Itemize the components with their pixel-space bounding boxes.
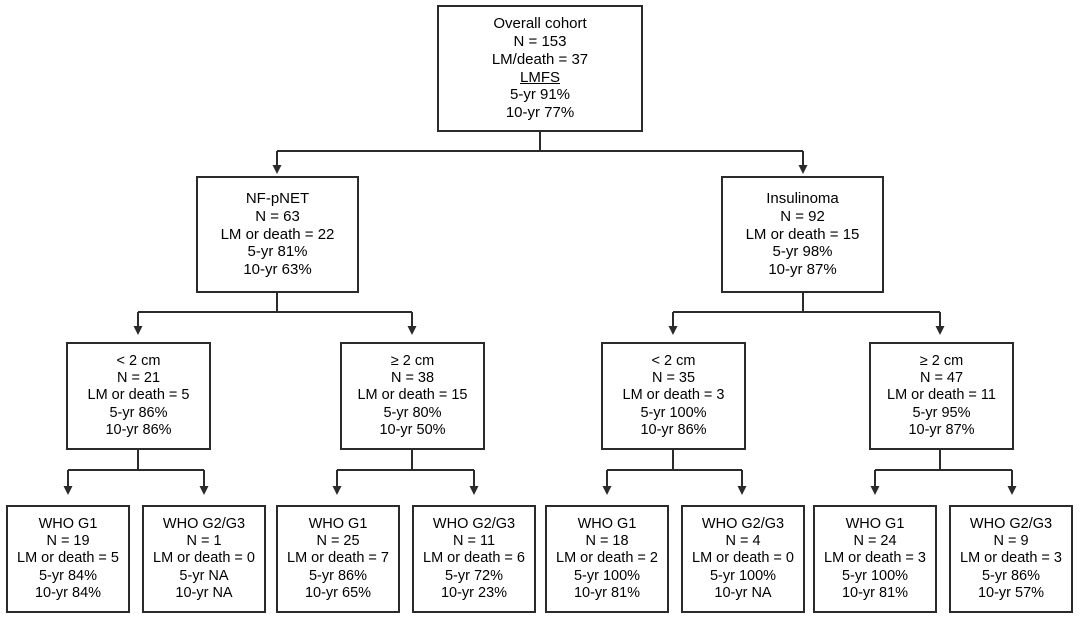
node-line-surv10: 10-yr 50% (379, 421, 446, 438)
node-line-n: N = 47 (919, 370, 964, 387)
node-line-events: LM or death = 15 (745, 225, 860, 243)
node-line-surv10: 10-yr 86% (105, 421, 172, 438)
node-line-surv5: 5-yr 84% (38, 567, 98, 584)
node-line-surv5: 5-yr 72% (444, 567, 504, 584)
node-line-surv10: 10-yr 81% (841, 584, 909, 601)
node-nfpnet-ge2cm[interactable]: ≥ 2 cm N = 38 LM or death = 15 5-yr 80% … (340, 342, 485, 450)
node-insulinoma[interactable]: Insulinoma N = 92 LM or death = 15 5-yr … (721, 176, 884, 293)
node-line-events: LM or death = 22 (220, 225, 335, 243)
node-line-n: N = 25 (316, 533, 360, 550)
node-line-title: WHO G2/G3 (701, 516, 785, 533)
node-line-n: N = 11 (452, 533, 496, 550)
node-nfpnet-lt2cm-g2g3[interactable]: WHO G2/G3 N = 1 LM or death = 0 5-yr NA … (142, 505, 266, 613)
node-line-surv10: 10-yr NA (714, 584, 772, 601)
node-line-events: LM or death = 3 (824, 550, 926, 567)
node-line-n: N = 1 (186, 533, 222, 550)
node-overall-cohort[interactable]: Overall cohort N = 153 LM/death = 37 LMF… (437, 5, 643, 132)
node-line-n: N = 19 (46, 533, 90, 550)
node-line-title: NF-pNET (245, 190, 310, 208)
node-line-n: N = 153 (513, 33, 567, 51)
node-line-title: WHO G2/G3 (162, 516, 246, 533)
node-insulinoma-ge2cm-g2g3[interactable]: WHO G2/G3 N = 9 LM or death = 3 5-yr 86%… (949, 505, 1073, 613)
node-line-events: LM or death = 11 (887, 387, 996, 404)
node-line-title: < 2 cm (651, 353, 696, 370)
node-nfpnet-ge2cm-g2g3[interactable]: WHO G2/G3 N = 11 LM or death = 6 5-yr 72… (412, 505, 536, 613)
node-line-surv5: 5-yr 91% (509, 86, 571, 104)
node-nfpnet-ge2cm-g1[interactable]: WHO G1 N = 25 LM or death = 7 5-yr 86% 1… (276, 505, 400, 613)
node-line-surv10: 10-yr 84% (34, 584, 102, 601)
node-line-events: LM or death = 3 (960, 550, 1062, 567)
node-line-surv5: 5-yr 80% (383, 404, 442, 421)
node-line-n: N = 18 (585, 533, 629, 550)
node-line-title: Overall cohort (493, 15, 587, 33)
node-line-metric: LMFS (519, 68, 560, 86)
node-line-surv10: 10-yr 81% (573, 584, 641, 601)
node-line-surv5: 5-yr 86% (109, 404, 168, 421)
node-line-surv5: 5-yr 95% (912, 404, 971, 421)
node-line-n: N = 63 (255, 207, 300, 225)
node-line-surv5: 5-yr 86% (981, 567, 1041, 584)
node-line-n: N = 35 (651, 370, 696, 387)
node-line-n: N = 9 (993, 533, 1029, 550)
node-line-surv10: 10-yr 63% (243, 261, 312, 279)
node-line-n: N = 38 (390, 370, 435, 387)
node-line-events: LM or death = 3 (622, 387, 725, 404)
node-line-surv10: 10-yr 87% (768, 261, 837, 279)
node-line-surv5: 5-yr 100% (709, 567, 777, 584)
node-line-surv10: 10-yr 23% (440, 584, 508, 601)
node-line-events: LM or death = 15 (357, 387, 468, 404)
node-line-surv10: 10-yr 65% (304, 584, 372, 601)
node-line-n: N = 4 (725, 533, 761, 550)
node-line-n: N = 24 (853, 533, 897, 550)
node-insulinoma-lt2cm-g1[interactable]: WHO G1 N = 18 LM or death = 2 5-yr 100% … (545, 505, 669, 613)
node-line-title: WHO G1 (845, 516, 905, 533)
node-line-events: LM or death = 0 (153, 550, 255, 567)
node-line-surv10: 10-yr 86% (640, 421, 707, 438)
node-line-title: ≥ 2 cm (390, 353, 435, 370)
node-line-events: LM or death = 0 (692, 550, 794, 567)
node-nfpnet-lt2cm[interactable]: < 2 cm N = 21 LM or death = 5 5-yr 86% 1… (66, 342, 211, 450)
node-line-surv5: 5-yr 86% (308, 567, 368, 584)
node-line-surv10: 10-yr NA (175, 584, 233, 601)
node-line-title: < 2 cm (116, 353, 161, 370)
node-line-surv5: 5-yr 100% (841, 567, 909, 584)
node-line-events: LM/death = 37 (491, 50, 589, 68)
node-line-title: WHO G1 (308, 516, 368, 533)
node-line-events: LM or death = 5 (87, 387, 190, 404)
node-nfpnet-lt2cm-g1[interactable]: WHO G1 N = 19 LM or death = 5 5-yr 84% 1… (6, 505, 130, 613)
node-line-surv5: 5-yr NA (179, 567, 229, 584)
node-line-surv5: 5-yr 81% (247, 243, 308, 261)
node-line-n: N = 92 (780, 207, 825, 225)
node-line-surv10: 10-yr 77% (505, 103, 575, 121)
node-line-n: N = 21 (116, 370, 161, 387)
node-insulinoma-ge2cm-g1[interactable]: WHO G1 N = 24 LM or death = 3 5-yr 100% … (813, 505, 937, 613)
node-line-surv10: 10-yr 87% (908, 421, 975, 438)
node-insulinoma-ge2cm[interactable]: ≥ 2 cm N = 47 LM or death = 11 5-yr 95% … (869, 342, 1014, 450)
node-line-title: WHO G2/G3 (969, 516, 1053, 533)
node-line-events: LM or death = 6 (423, 550, 525, 567)
node-line-surv5: 5-yr 100% (573, 567, 641, 584)
node-line-events: LM or death = 5 (17, 550, 119, 567)
node-line-surv5: 5-yr 100% (640, 404, 707, 421)
node-line-title: Insulinoma (766, 190, 839, 208)
node-line-title: WHO G1 (38, 516, 98, 533)
node-line-events: LM or death = 7 (287, 550, 389, 567)
node-line-events: LM or death = 2 (556, 550, 658, 567)
node-line-title: WHO G1 (577, 516, 637, 533)
node-insulinoma-lt2cm[interactable]: < 2 cm N = 35 LM or death = 3 5-yr 100% … (601, 342, 746, 450)
node-line-surv5: 5-yr 98% (772, 243, 833, 261)
node-line-title: WHO G2/G3 (432, 516, 516, 533)
node-insulinoma-lt2cm-g2g3[interactable]: WHO G2/G3 N = 4 LM or death = 0 5-yr 100… (681, 505, 805, 613)
node-line-surv10: 10-yr 57% (977, 584, 1045, 601)
node-nf-pnet[interactable]: NF-pNET N = 63 LM or death = 22 5-yr 81%… (196, 176, 359, 293)
node-line-title: ≥ 2 cm (919, 353, 964, 370)
